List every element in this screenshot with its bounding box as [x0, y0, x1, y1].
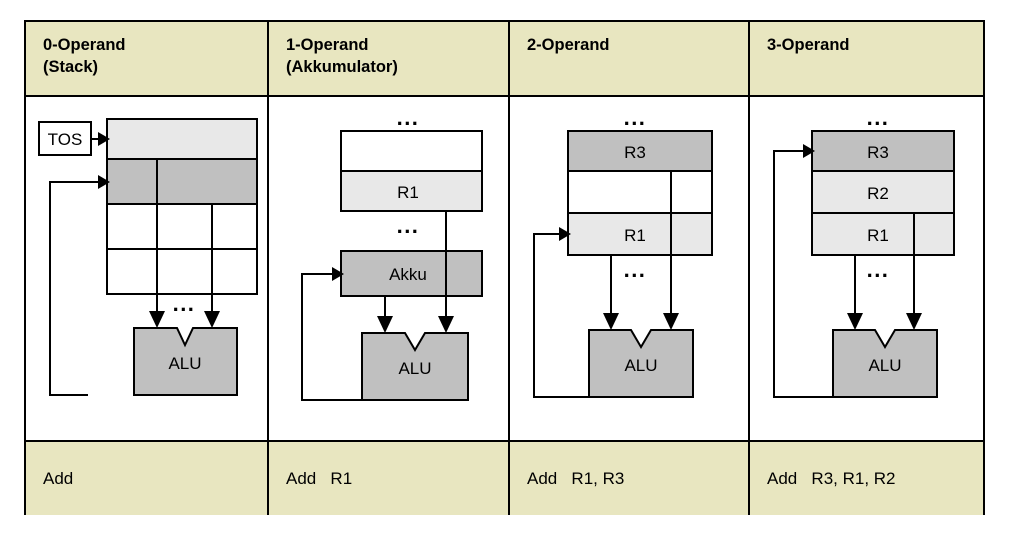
alu-shape-1 — [361, 332, 469, 401]
alu-label-3: ALU — [868, 356, 901, 375]
header-cell-1-operand: 1-Operand (Akkumulator) — [267, 22, 508, 95]
alu-shape — [133, 327, 238, 396]
accumulator-feedback-path — [301, 273, 369, 401]
instruction-text-2: Add R1, R3 — [527, 468, 625, 488]
operand-arrow-left-3 — [847, 313, 863, 330]
reg-top-ellipsis-1: ... — [397, 105, 420, 130]
register-cell-r1-2 — [567, 212, 713, 256]
register-label-r3-3: R3 — [867, 143, 889, 162]
accumulator-feedback-arrow-head — [332, 267, 344, 281]
stack-cell-third — [106, 203, 258, 250]
diagram-cell-1-operand: ... R1 ... Akku — [267, 97, 508, 440]
table-instruction-row: Add Add R1 Add R1, R3 Add R3, R1, R2 — [26, 442, 983, 515]
stack-cell-tos — [106, 118, 258, 160]
operand-arrow-right — [204, 311, 220, 328]
instruction-cell-0-operand: Add — [26, 442, 267, 515]
header-cell-2-operand: 2-Operand — [508, 22, 748, 95]
header-line1-1: 1-Operand — [286, 36, 369, 54]
register-cell-r2-3 — [811, 170, 955, 214]
stack-feedback-arrow-head — [98, 175, 110, 189]
stack-mid-ellipsis: ... — [173, 291, 196, 316]
header-cell-0-operand: 0-Operand (Stack) — [26, 22, 267, 95]
instruction-text-0: Add — [43, 468, 74, 488]
instruction-text-3: Add R3, R1, R2 — [767, 468, 896, 488]
alu-label-1: ALU — [398, 359, 431, 378]
instruction-cell-1-operand: Add R1 — [267, 442, 508, 515]
header-line1-2: 2-Operand — [527, 36, 610, 54]
instruction-cell-2-operand: Add R1, R3 — [508, 442, 748, 515]
operand-arrow-right-1 — [438, 316, 454, 333]
operand-arrow-left-2 — [603, 313, 619, 330]
instruction-cell-3-operand: Add R3, R1, R2 — [748, 442, 987, 515]
operand-comparison-table: 0-Operand (Stack) 1-Operand (Akkumulator… — [24, 20, 985, 515]
register-label-r3-2: R3 — [624, 143, 646, 162]
accumulator-diagram: ... R1 ... Akku — [269, 97, 508, 440]
three-operand-feedback-path — [773, 150, 840, 398]
three-operand-diagram: ... R3 R2 R1 ... — [750, 97, 987, 440]
stack-feedback-path — [49, 181, 98, 396]
diagram-cell-3-operand: ... R3 R2 R1 ... — [748, 97, 987, 440]
alu-label: ALU — [168, 354, 201, 373]
operand-arrow-left — [149, 311, 165, 328]
diagram-cell-2-operand: ... R3 R1 ... — [508, 97, 748, 440]
operand-arrow-right-3 — [906, 313, 922, 330]
reg-mid-ellipsis-3: ... — [867, 257, 890, 282]
stack-diagram: TOS ... — [26, 97, 267, 440]
register-cell-r3-3 — [811, 130, 955, 172]
operand-arrow-left-1 — [377, 316, 393, 333]
accumulator-label: Akku — [389, 265, 427, 284]
tos-arrow-head — [98, 132, 110, 146]
three-operand-feedback-arrow-head — [803, 144, 815, 158]
alu-label-2: ALU — [624, 356, 657, 375]
alu-shape-2 — [588, 329, 694, 398]
register-label-r2-3: R2 — [867, 184, 889, 203]
register-cell-r1-3 — [811, 212, 955, 256]
two-operand-diagram: ... R3 R1 ... — [510, 97, 748, 440]
header-line1-3: 3-Operand — [767, 36, 850, 54]
two-operand-feedback-path — [533, 233, 596, 398]
header-text-3-operand: 3-Operand — [767, 34, 981, 56]
header-cell-3-operand: 3-Operand — [748, 22, 987, 95]
diagram-cell-0-operand: TOS ... — [26, 97, 267, 440]
table-diagram-row: TOS ... — [26, 97, 983, 442]
instruction-text-1: Add R1 — [286, 468, 353, 488]
reg-top-ellipsis-2: ... — [624, 105, 647, 130]
stack-cell-second — [106, 158, 258, 205]
header-line2-1: (Akkumulator) — [286, 58, 398, 77]
register-label-r1: R1 — [397, 183, 419, 202]
reg-top-ellipsis-3: ... — [867, 105, 890, 130]
register-cell-empty-1 — [340, 130, 483, 172]
stack-cell-fourth — [106, 248, 258, 295]
reg-mid-ellipsis-1: ... — [397, 213, 420, 238]
operand-arrow-right-2 — [663, 313, 679, 330]
tos-label: TOS — [48, 130, 83, 149]
register-label-r1-3: R1 — [867, 226, 889, 245]
register-cell-empty-2 — [567, 170, 713, 214]
reg-mid-ellipsis-2: ... — [624, 257, 647, 282]
header-text-2-operand: 2-Operand — [527, 34, 742, 56]
header-text-1-operand: 1-Operand (Akkumulator) — [286, 34, 502, 79]
register-label-r1-2: R1 — [624, 226, 646, 245]
register-cell-r1 — [340, 170, 483, 212]
alu-shape-3 — [832, 329, 938, 398]
two-operand-feedback-arrow-head — [559, 227, 571, 241]
header-line1-0: 0-Operand — [43, 36, 126, 54]
table-header-row: 0-Operand (Stack) 1-Operand (Akkumulator… — [26, 22, 983, 97]
header-line2-0: (Stack) — [43, 58, 99, 77]
header-text-0-operand: 0-Operand (Stack) — [43, 34, 261, 79]
